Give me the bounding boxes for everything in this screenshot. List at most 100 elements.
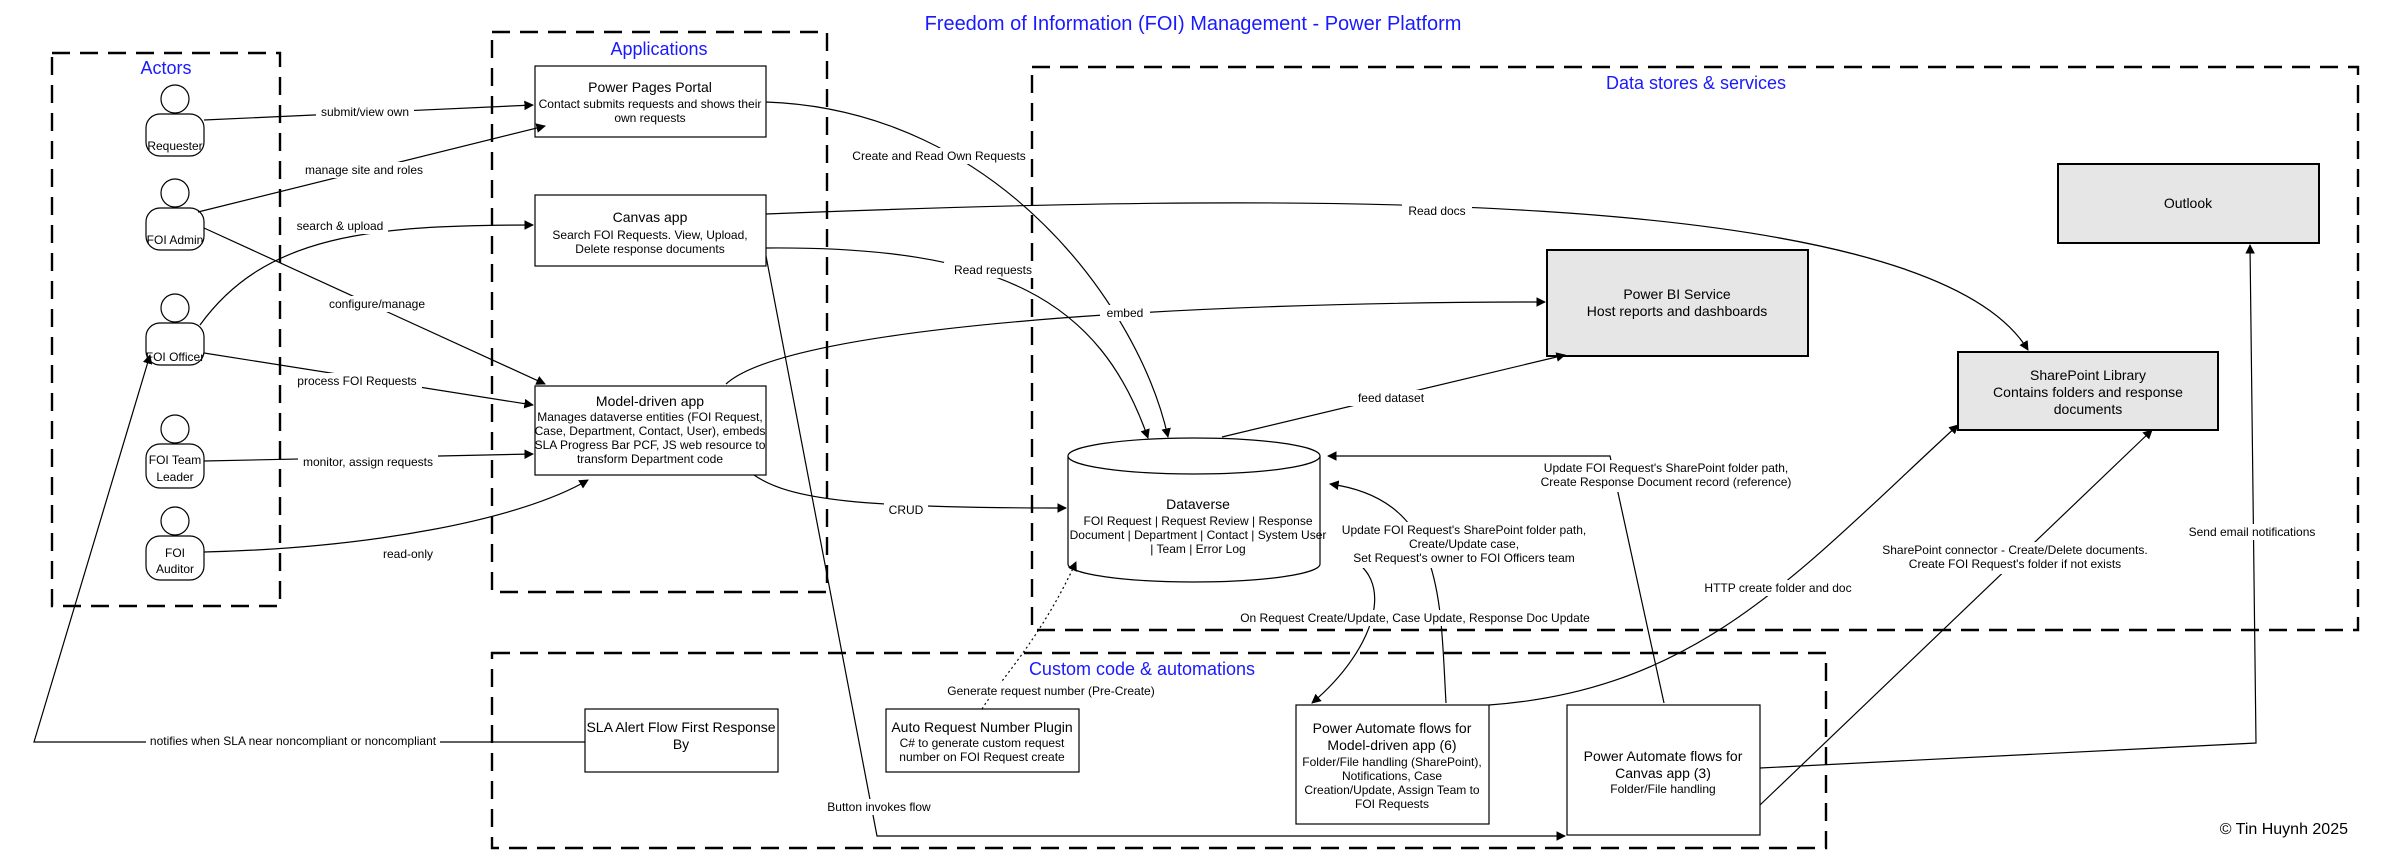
canvas-title: Canvas app <box>613 209 688 225</box>
edge-labels: submit/view own manage site and roles se… <box>146 104 2320 815</box>
edge-flows-canvas-outlook <box>1759 244 2257 769</box>
label-sp-connector-2: Create FOI Request's folder if not exist… <box>1909 557 2121 571</box>
copyright-notice: © Tin Huynh 2025 <box>2220 821 2348 838</box>
powerbi-title: Power BI Service <box>1623 286 1731 302</box>
flows-model-title-2: Model-driven app (6) <box>1327 737 1456 753</box>
person-head-icon <box>160 178 190 208</box>
edge-portal-dataverse <box>765 101 1171 438</box>
flows-model-desc-4: FOI Requests <box>1355 797 1429 811</box>
edge-flows-model-sharepoint <box>1488 424 1959 706</box>
label-create-read-own: Create and Read Own Requests <box>852 149 1025 163</box>
label-update-sp-path-2: Create Response Document record (referen… <box>1541 475 1792 489</box>
sharepoint-title: SharePoint Library <box>2030 367 2146 383</box>
data-stores-group-label: Data stores & services <box>1606 73 1786 93</box>
power-pages-portal-node[interactable]: Power Pages Portal Contact submits reque… <box>534 65 767 138</box>
sharepoint-desc-2: documents <box>2054 401 2122 417</box>
flows-canvas-node[interactable]: Power Automate flows for Canvas app (3) … <box>1566 704 1761 836</box>
model-driven-app-node[interactable]: Model-driven app Manages dataverse entit… <box>534 385 767 476</box>
edge-canvas-flows <box>765 255 1566 841</box>
model-title: Model-driven app <box>596 393 704 409</box>
person-head-icon <box>160 506 190 536</box>
label-read-only: read-only <box>383 547 433 561</box>
powerbi-desc: Host reports and dashboards <box>1587 303 1768 319</box>
person-body-icon <box>145 207 205 251</box>
person-body-icon <box>145 322 205 366</box>
portal-title: Power Pages Portal <box>588 79 712 95</box>
model-desc-1: Manages dataverse entities (FOI Request, <box>537 410 762 424</box>
label-send-email: Send email notifications <box>2189 525 2316 539</box>
applications-group-label: Applications <box>610 39 707 59</box>
label-configure: configure/manage <box>329 297 425 311</box>
person-body-icon <box>145 113 205 157</box>
plugin-title: Auto Request Number Plugin <box>891 719 1072 735</box>
actor-foi-team-leader[interactable]: FOI Team Leader <box>145 414 205 489</box>
edge-flows-canvas-sharepoint <box>1759 429 2153 806</box>
label-crud: CRUD <box>889 503 924 517</box>
flows-model-title-1: Power Automate flows for <box>1313 720 1472 736</box>
label-read-requests: Read requests <box>954 263 1032 277</box>
edge-canvas-dataverse <box>765 247 1150 439</box>
plugin-desc-2: number on FOI Request create <box>899 750 1065 764</box>
flows-model-desc-2: Notifications, Case <box>1342 769 1442 783</box>
label-update-sp-case-3: Set Request's owner to FOI Officers team <box>1353 551 1575 565</box>
label-update-sp-case-1: Update FOI Request's SharePoint folder p… <box>1342 523 1586 537</box>
label-process: process FOI Requests <box>297 374 416 388</box>
dataverse-desc-1: FOI Request | Request Review | Response <box>1083 514 1312 528</box>
flows-canvas-desc: Folder/File handling <box>1610 782 1715 796</box>
portal-desc-2: own requests <box>614 111 685 125</box>
diagram-title: Freedom of Information (FOI) Management … <box>925 13 1462 35</box>
portal-desc-1: Contact submits requests and shows their <box>539 97 762 111</box>
edge-flows-canvas-dataverse <box>1327 451 1665 704</box>
power-bi-service-node[interactable]: Power BI Service Host reports and dashbo… <box>1546 249 1809 357</box>
flows-model-desc-3: Creation/Update, Assign Team to <box>1304 783 1480 797</box>
actor-foi-team-leader-label-1: FOI Team <box>149 453 201 467</box>
flows-model-driven-node[interactable]: Power Automate flows for Model-driven ap… <box>1295 704 1490 825</box>
sla-alert-title-1: SLA Alert Flow First Response <box>586 719 775 735</box>
label-generate-number: Generate request number (Pre-Create) <box>947 684 1154 698</box>
dataverse-desc-2: Document | Department | Contact | System… <box>1070 528 1327 542</box>
outlook-label: Outlook <box>2164 195 2213 211</box>
actor-foi-auditor-label-1: FOI <box>165 546 185 560</box>
outlook-node[interactable]: Outlook <box>2057 163 2320 244</box>
actor-foi-officer[interactable]: FOI Officer <box>145 293 205 366</box>
person-head-icon <box>160 84 190 114</box>
canvas-desc-2: Delete response documents <box>575 242 724 256</box>
person-body-icon <box>145 535 205 581</box>
edge-model-powerbi <box>725 297 1546 385</box>
model-desc-2: Case, Department, Contact, User), embeds <box>535 424 766 438</box>
model-desc-3: SLA Progress Bar PCF, JS web resource to <box>535 438 766 452</box>
label-embed: embed <box>1107 306 1144 320</box>
edge-model-dataverse <box>753 474 1067 513</box>
label-feed-dataset: feed dataset <box>1358 391 1425 405</box>
edge-plugin-dataverse <box>981 561 1077 710</box>
actor-foi-auditor[interactable]: FOI Auditor <box>145 506 205 581</box>
dataverse-desc-3: | Team | Error Log <box>1150 542 1245 556</box>
sla-alert-flow-node[interactable]: SLA Alert Flow First Response By <box>584 708 779 773</box>
label-sp-connector-1: SharePoint connector - Create/Delete doc… <box>1882 543 2147 557</box>
actors-group <box>50 51 282 608</box>
label-manage-site: manage site and roles <box>305 163 423 177</box>
edge-flows-model-dataverse <box>1329 480 1447 704</box>
actors-group-label: Actors <box>140 58 191 78</box>
label-on-request: On Request Create/Update, Case Update, R… <box>1240 611 1590 625</box>
flows-canvas-title-2: Canvas app (3) <box>1615 765 1711 781</box>
actor-requester[interactable]: Requester <box>145 84 205 157</box>
label-read-docs: Read docs <box>1408 204 1465 218</box>
dataverse-node[interactable]: Dataverse FOI Request | Request Review |… <box>1067 437 1327 583</box>
label-monitor: monitor, assign requests <box>303 455 433 469</box>
sharepoint-library-node[interactable]: SharePoint Library Contains folders and … <box>1957 351 2219 431</box>
edge-canvas-sharepoint <box>765 202 2029 351</box>
edge-sla-officer <box>33 354 585 743</box>
actor-foi-admin[interactable]: FOI Admin <box>145 178 205 251</box>
canvas-app-node[interactable]: Canvas app Search FOI Requests. View, Up… <box>534 194 767 267</box>
custom-code-group <box>490 651 1828 850</box>
actor-foi-officer-label: FOI Officer <box>146 350 204 364</box>
label-search-upload: search & upload <box>297 219 384 233</box>
person-head-icon <box>160 293 190 323</box>
auto-request-number-plugin-node[interactable]: Auto Request Number Plugin C# to generat… <box>885 708 1080 773</box>
actor-foi-admin-label: FOI Admin <box>147 233 204 247</box>
label-submit-view: submit/view own <box>321 105 409 119</box>
canvas-desc-1: Search FOI Requests. View, Upload, <box>552 228 747 242</box>
sla-alert-title-2: By <box>673 736 689 752</box>
